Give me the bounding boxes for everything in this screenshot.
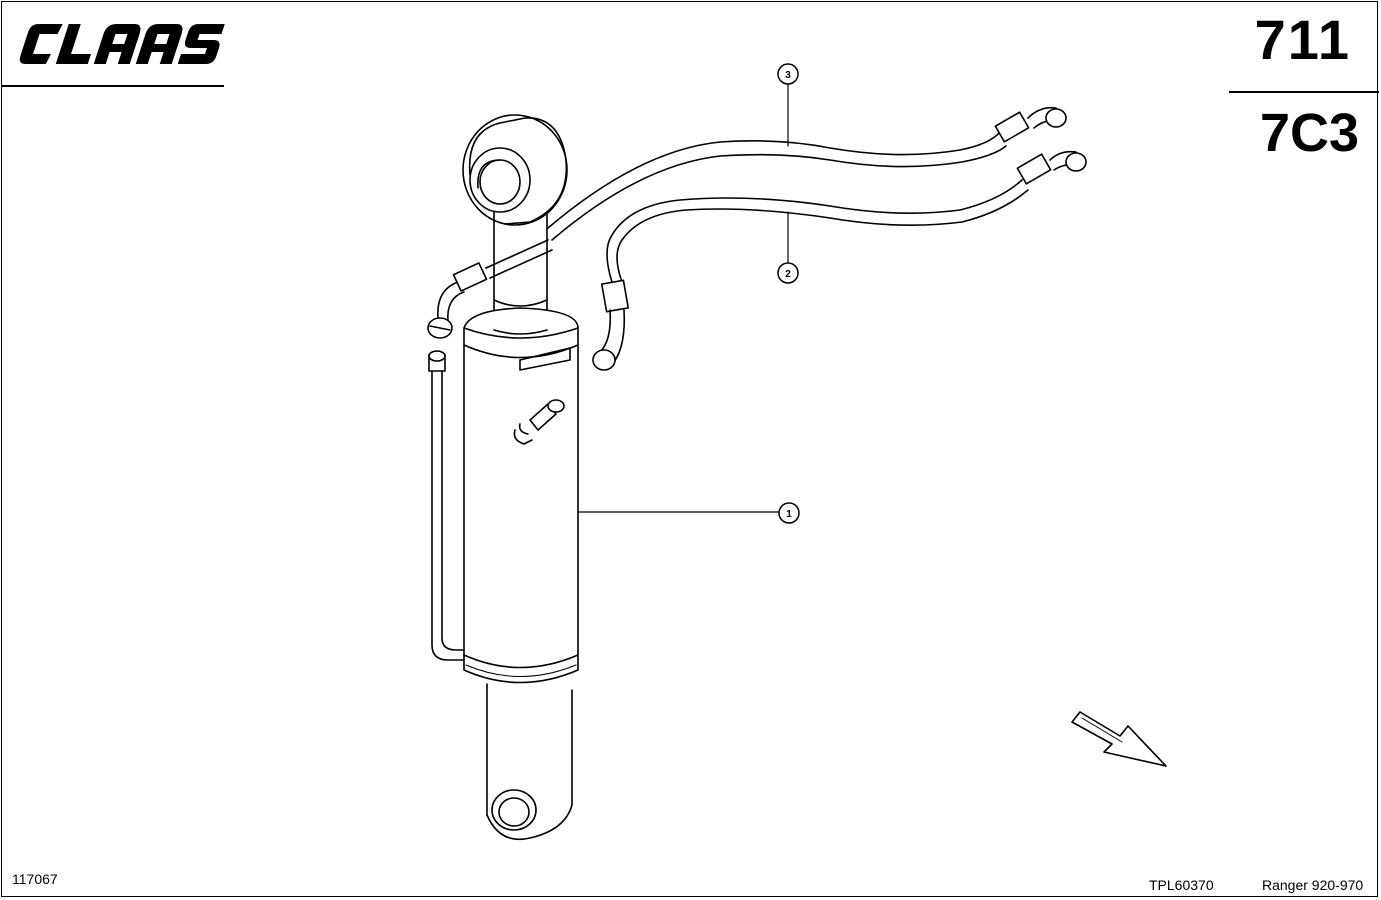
claas-logo — [19, 24, 225, 64]
external-tube — [428, 350, 465, 661]
direction-arrow — [1071, 711, 1167, 767]
barrel-elbow-fitting — [513, 399, 565, 445]
group-code: 7C3 — [1259, 103, 1359, 163]
cylinder-barrel — [463, 344, 579, 656]
header-rule-left — [1, 85, 224, 87]
left-hose-elbow — [427, 239, 553, 339]
svg-text:1: 1 — [786, 509, 792, 520]
hose-2 — [592, 150, 1087, 371]
cylinder-cap — [463, 327, 579, 359]
header-rule-right — [1229, 91, 1379, 93]
figure-id: 117067 — [12, 871, 58, 887]
callout-3: 3 — [777, 63, 799, 85]
hose-3 — [547, 106, 1067, 241]
lower-rod — [486, 683, 573, 816]
svg-text:2: 2 — [785, 269, 791, 280]
document-id: TPL60370 — [1149, 877, 1214, 893]
lower-eye — [491, 789, 537, 831]
model-range: Ranger 920-970 — [1262, 877, 1364, 893]
callout-1: 1 — [778, 502, 800, 524]
page-number: 711 — [1254, 8, 1351, 71]
upper-rod-eye — [462, 114, 568, 226]
callout-2: 2 — [777, 262, 799, 284]
svg-text:3: 3 — [785, 70, 791, 81]
